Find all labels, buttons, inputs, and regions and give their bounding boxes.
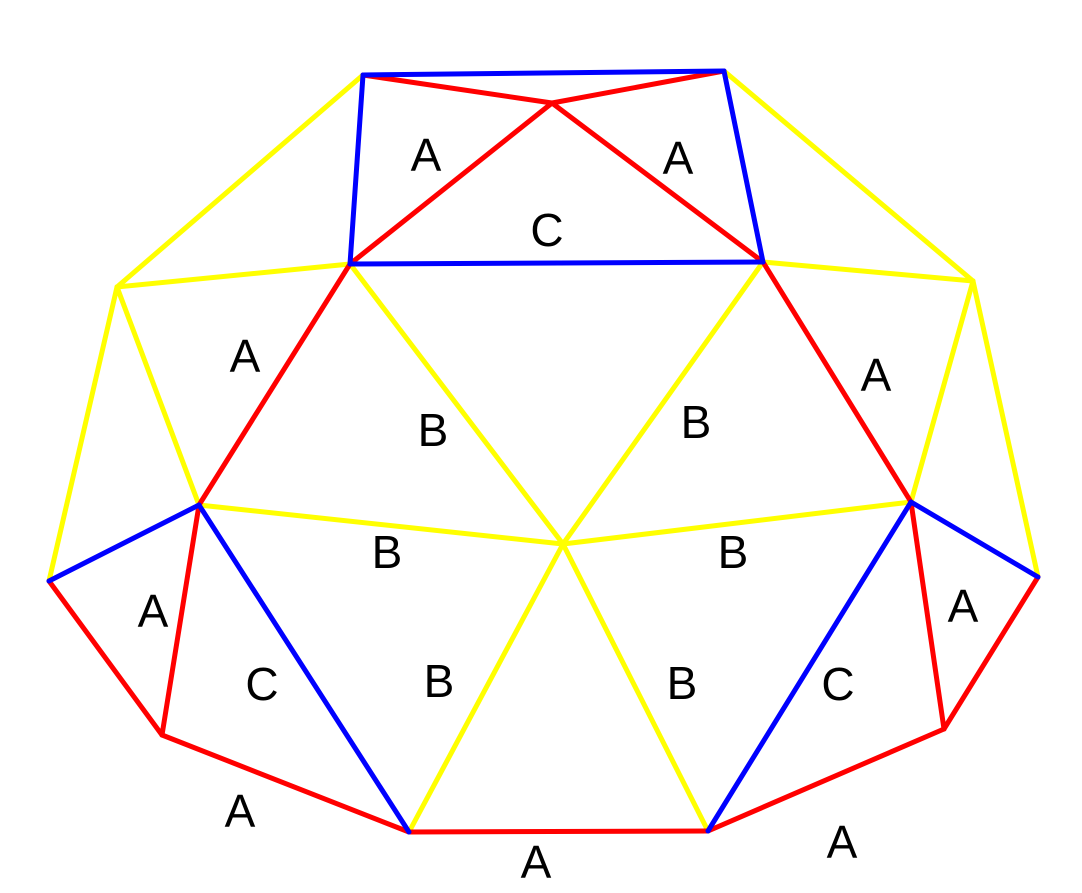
strut-c [908, 499, 1041, 580]
label-right-outer-a: A [948, 580, 979, 632]
strut-b [114, 72, 366, 290]
strut-b [721, 68, 976, 284]
label-bottom-left-a: A [225, 785, 256, 837]
label-center-left-b: B [418, 404, 449, 456]
label-upper-left-a: A [230, 330, 261, 382]
strut-b [196, 502, 566, 547]
strut-a [549, 68, 727, 106]
strut-a [760, 259, 914, 505]
strut-b [560, 541, 711, 834]
strut-b [760, 259, 976, 284]
label-right-inner-c: C [821, 658, 854, 710]
strut-c [347, 259, 766, 267]
label-left-outer-a: A [138, 585, 169, 637]
strut-a [46, 578, 165, 738]
strut-a [347, 100, 555, 267]
label-top-right-a: A [663, 132, 694, 184]
label-center-right-b: B [681, 396, 712, 448]
strut-b [560, 259, 766, 547]
strut-b [114, 261, 353, 290]
label-top-left-a: A [411, 129, 442, 181]
strut-b [970, 278, 1041, 580]
face-labels: A A C A A B B B B A A C B B C A A A [138, 129, 979, 888]
label-bottom-right-a: A [827, 816, 858, 868]
strut-b [347, 261, 566, 547]
strut-c [721, 68, 766, 265]
label-upper-right-a: A [861, 349, 892, 401]
strut-a [159, 502, 202, 738]
strut-a [908, 499, 947, 732]
label-mid-left-b: B [372, 526, 403, 578]
label-mid-right-b: B [718, 526, 749, 578]
strut-c [705, 499, 914, 834]
strut-b [46, 284, 120, 584]
strut-b [114, 284, 202, 508]
strut-group-c [46, 68, 1041, 835]
strut-b [908, 278, 976, 505]
strut-b [560, 499, 914, 547]
label-lower-right-b: B [667, 657, 698, 709]
label-left-inner-c: C [245, 658, 278, 710]
label-bottom-center-a: A [521, 836, 552, 888]
strut-b [406, 541, 566, 835]
strut-a [705, 726, 947, 834]
strut-a [941, 574, 1041, 732]
label-top-center-c: C [530, 204, 563, 256]
label-lower-left-b: B [424, 655, 455, 707]
strut-a [196, 261, 353, 508]
strut-c [196, 502, 412, 835]
strut-a [360, 72, 555, 106]
strut-c [46, 502, 202, 584]
strut-c [360, 68, 727, 78]
strut-a [406, 828, 711, 835]
strut-a [159, 732, 412, 835]
strut-a [549, 100, 766, 265]
strut-group-b [46, 68, 1041, 835]
strut-c [347, 72, 366, 267]
strut-group-a [46, 68, 1041, 835]
